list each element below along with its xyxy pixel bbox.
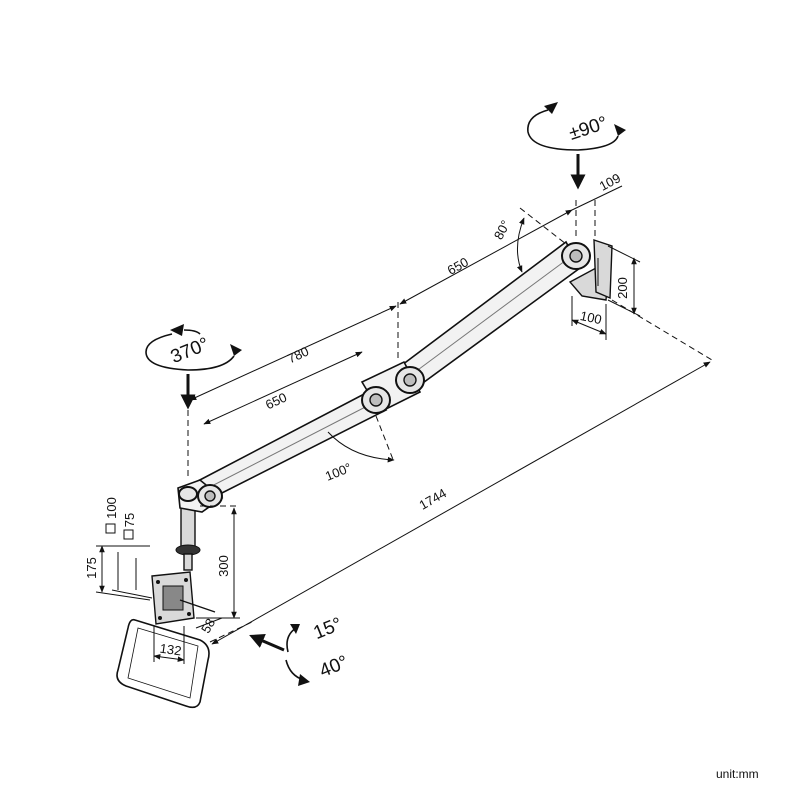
dim-total-label: 1744	[417, 485, 450, 512]
rotation-90-icon	[527, 102, 626, 190]
dim-109-label: 109	[597, 170, 623, 193]
clamp-handle	[116, 618, 210, 709]
dim-132-line	[153, 654, 185, 662]
vesa-75-square-icon	[123, 529, 134, 540]
angle-80-arc	[516, 217, 525, 273]
dim-vesa-ext	[111, 589, 153, 599]
dim-175-label: 175	[84, 557, 99, 579]
dim-300-label: 300	[216, 555, 231, 577]
dim-650-upper-line	[399, 209, 573, 305]
dim-58-label: 58	[198, 616, 218, 636]
dim-100w-line	[571, 319, 607, 335]
dim-175-ext-bot	[95, 591, 151, 601]
wall-bracket	[568, 239, 613, 301]
elbow-joint-front	[361, 386, 391, 414]
tilt-down-label: 40°	[317, 652, 352, 682]
rotation-370-label: 370°	[168, 334, 212, 368]
dim-58-line	[195, 617, 223, 629]
rotation-90-label: ±90°	[566, 113, 610, 145]
tilt-up-label: 15°	[311, 614, 346, 644]
dim-total-line	[211, 361, 711, 645]
vesa-plate	[151, 571, 216, 625]
dim-200-ext-top	[607, 245, 641, 263]
vesa-100-square-icon	[105, 523, 116, 534]
dim-109-line	[571, 185, 623, 211]
dim-vesa-75-label: 75	[122, 513, 137, 527]
angle-100-arc	[327, 431, 395, 463]
dim-650-lower-line	[203, 351, 363, 425]
tilt-icon	[249, 624, 310, 686]
unit-label: unit:mm	[716, 767, 759, 781]
rotation-370-icon	[145, 324, 242, 410]
dim-132-label: 132	[159, 641, 183, 659]
angle-100-label: 100°	[323, 460, 354, 484]
dim-650-lower-label: 650	[263, 390, 289, 413]
elbow-joint-back	[395, 366, 425, 394]
dim-200-ext-bot	[607, 299, 641, 317]
angle-80-label: 80°	[491, 218, 513, 242]
wall-joint	[561, 242, 591, 270]
upper-arm	[396, 240, 582, 390]
lower-arm	[194, 391, 388, 499]
dim-200-label: 200	[615, 277, 630, 299]
dim-100w-label: 100	[579, 308, 603, 327]
dim-vesa-100-label: 100	[104, 497, 119, 519]
dim-650-upper-label: 650	[445, 254, 471, 278]
